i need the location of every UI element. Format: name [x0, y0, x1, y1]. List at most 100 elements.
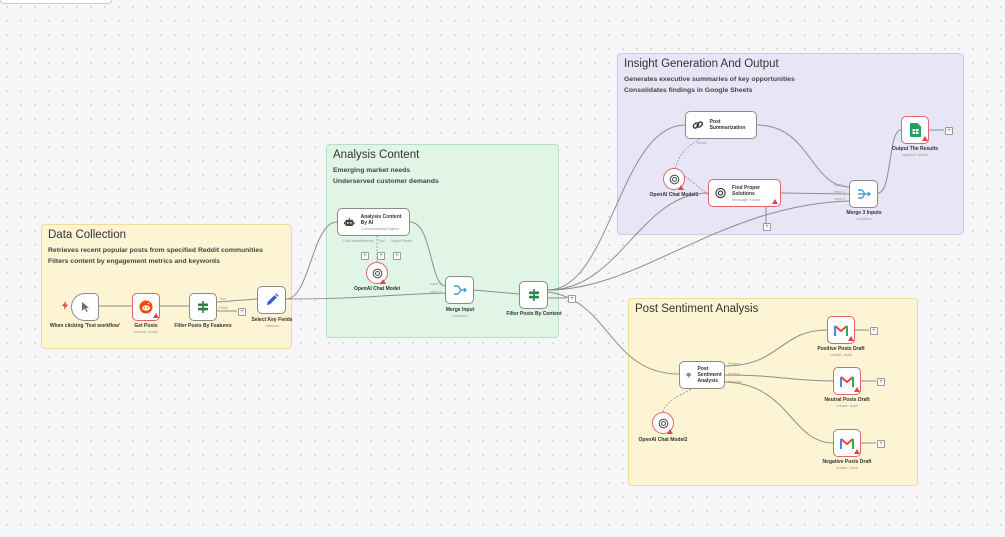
sentiment-node[interactable]: Post Sentiment Analysis — [679, 361, 725, 389]
port-label-positive: Positive — [728, 362, 741, 366]
port-label-negative: Negative — [728, 380, 743, 384]
node-subtitle: create: draft — [836, 403, 858, 408]
node-title: Get Posts — [134, 323, 158, 329]
node-subtitle: Message Model — [732, 196, 761, 202]
positive-draft-node[interactable] — [827, 316, 855, 344]
openai-model-node[interactable] — [366, 262, 388, 284]
wire-merge-filter — [473, 289, 520, 295]
node-subtitle: create: draft — [830, 352, 852, 357]
warning-icon — [380, 279, 386, 284]
sticky-analysis-content[interactable]: Analysis Content Emerging market needs U… — [326, 144, 559, 338]
port-label-tool: Tool — [378, 239, 385, 243]
add-memory-button[interactable]: + — [361, 252, 369, 260]
wire-filter-find — [547, 192, 709, 291]
warning-icon — [678, 185, 684, 190]
sticky-post-sentiment[interactable]: Post Sentiment Analysis — [628, 298, 918, 486]
node-subtitle: manual — [265, 323, 279, 328]
wire-model2-sent — [662, 387, 694, 413]
filter-icon — [528, 289, 539, 301]
node-subtitle: append: sheet — [902, 152, 928, 157]
openai-model-label: OpenAI Chat Model — [353, 286, 401, 292]
lightning-icon — [62, 301, 68, 310]
add-node-button[interactable]: + — [238, 308, 246, 316]
sticky-data-collection[interactable]: Data Collection Retrieves recent popular… — [41, 224, 292, 349]
cursor-icon — [82, 302, 89, 312]
sticky-title: Insight Generation And Output — [624, 58, 779, 70]
select-fields-node[interactable] — [257, 286, 286, 314]
sticky-line: Consolidates findings in Google Sheets — [624, 87, 753, 94]
filter-icon — [198, 301, 208, 313]
gmail-icon — [840, 375, 854, 387]
wire-select-analysis — [285, 221, 338, 300]
sticky-line: Emerging market needs — [333, 167, 411, 174]
gmail-icon — [840, 437, 854, 449]
trigger-label: When clicking 'Test workflow' — [49, 323, 121, 329]
warning-icon — [772, 199, 778, 204]
node-title: Analysis Content By AI — [360, 213, 402, 226]
add-node-button[interactable]: + — [945, 127, 953, 135]
add-node-button[interactable]: + — [877, 440, 885, 448]
sticky-line: Underserved customer demands — [333, 178, 439, 185]
sticky-insight-generation[interactable]: Insight Generation And Output Generates … — [617, 53, 964, 235]
wire-merge3-output — [877, 129, 902, 194]
merge-icon — [453, 285, 467, 295]
negative-draft-node[interactable] — [833, 429, 861, 457]
node-subtitle: Conversational Agent — [360, 225, 399, 231]
trigger-node[interactable] — [71, 293, 99, 321]
port-label-input1: Input 1 — [834, 183, 845, 187]
port-label-input2: Input 2 — [834, 190, 845, 194]
port-label-true: True — [219, 297, 227, 301]
port-label-input3: Input 3 — [834, 197, 845, 201]
chain-icon — [692, 121, 704, 129]
wire-sent-neu — [724, 374, 834, 382]
merge-input-node[interactable] — [445, 276, 474, 304]
openai-model1-node[interactable] — [663, 168, 685, 190]
add-node-button[interactable]: + — [877, 378, 885, 386]
port-label-input2: Input 2 — [430, 290, 441, 294]
port-label-neutral: Neutral — [728, 372, 740, 376]
node-title: Neutral Posts Draft — [824, 397, 870, 403]
merge3-node[interactable] — [849, 180, 878, 208]
robot-icon — [344, 217, 355, 226]
gmail-icon — [834, 324, 848, 336]
node-title: Negative Posts Draft — [822, 459, 872, 465]
filter-features-node[interactable] — [189, 293, 217, 321]
openai-icon — [715, 187, 726, 199]
node-subtitle: create: draft — [836, 465, 858, 470]
sentiment-icon — [686, 372, 692, 378]
add-parser-button[interactable]: + — [393, 252, 401, 260]
neutral-draft-node[interactable] — [833, 367, 861, 395]
node-subtitle: combine — [452, 313, 468, 318]
port-label-model: Model — [697, 141, 707, 145]
filter-content-node[interactable] — [519, 281, 548, 309]
add-tool-button[interactable]: + — [377, 252, 385, 260]
post-summarization-node[interactable]: Post Summarization — [685, 111, 757, 139]
add-model-button[interactable]: + — [763, 223, 771, 231]
wire-filter-summ — [547, 124, 686, 291]
pencil-icon — [266, 293, 279, 305]
warning-icon — [854, 387, 860, 392]
port-label-input1: Input 1 — [430, 282, 441, 286]
wire-filter-merge3 — [547, 200, 850, 291]
warning-icon — [922, 136, 928, 141]
wire-model1-summ — [673, 138, 701, 173]
openai-model1-label: OpenAI Chat Model1 — [649, 192, 699, 198]
node-subtitle: search: posts — [134, 329, 158, 334]
add-node-button[interactable]: + — [870, 327, 878, 335]
sticky-title: Data Collection — [48, 229, 126, 241]
sticky-title: Post Sentiment Analysis — [635, 303, 759, 315]
reddit-icon — [139, 300, 153, 314]
openai-model2-node[interactable] — [652, 412, 674, 434]
sticky-line: Generates executive summaries of key opp… — [624, 76, 795, 83]
add-node-button[interactable]: + — [568, 295, 576, 303]
node-subtitle: combine — [856, 216, 872, 221]
wire-analysis-merge — [409, 221, 446, 287]
wire-summ-merge3 — [756, 124, 850, 188]
